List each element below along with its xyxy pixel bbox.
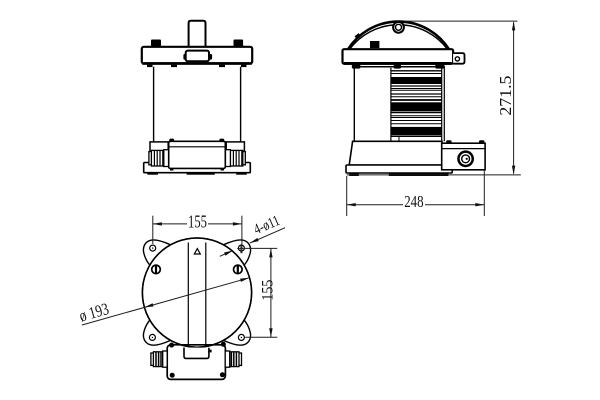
svg-text:155: 155 [260,280,277,301]
svg-text:248: 248 [404,193,423,211]
svg-text:155: 155 [188,213,207,233]
svg-text:271.5: 271.5 [496,76,514,116]
